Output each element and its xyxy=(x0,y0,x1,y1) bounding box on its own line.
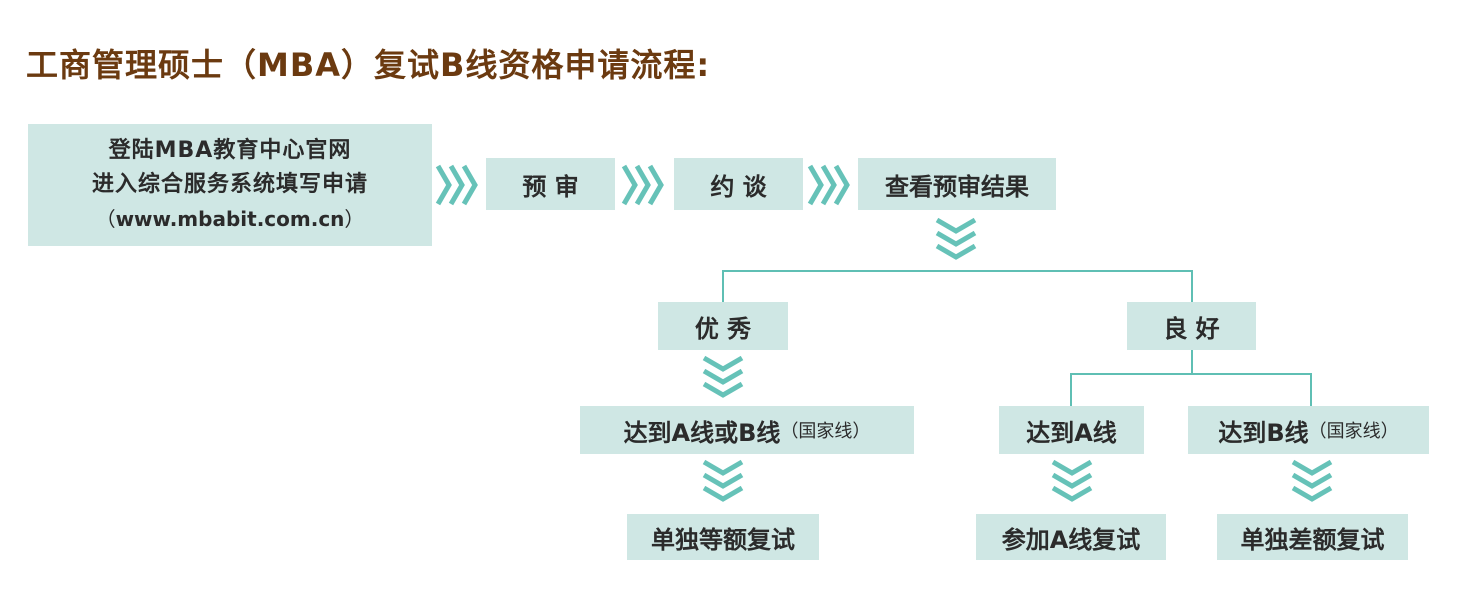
outcome-diff-retest: 单独差额复试 xyxy=(1217,514,1408,560)
step-view-result: 查看预审结果 xyxy=(858,158,1056,210)
branch-connector-line xyxy=(722,270,1193,302)
condition-a-line: 达到A线 xyxy=(999,406,1144,454)
arrow-right-icon xyxy=(438,166,475,204)
website-url: www.mbabit.com.cn xyxy=(115,207,345,231)
branch-excellent: 优 秀 xyxy=(658,302,788,350)
start-line-url: （www.mbabit.com.cn） xyxy=(96,202,365,236)
good-split-line xyxy=(1070,373,1312,406)
arrow-down-icon xyxy=(1053,462,1091,499)
step-prereview: 预 审 xyxy=(486,158,615,210)
branch-good: 良 好 xyxy=(1127,302,1256,350)
condition-b-note: （国家线） xyxy=(1308,421,1399,442)
start-line-apply: 进入综合服务系统填写申请 xyxy=(91,172,368,197)
arrow-down-icon xyxy=(704,358,742,395)
condition-b-main: 达到B线 xyxy=(1218,418,1309,447)
outcome-a-line-retest: 参加A线复试 xyxy=(976,514,1166,560)
outcome-equal-retest: 单独等额复试 xyxy=(627,514,819,560)
condition-b-line: 达到B线（国家线） xyxy=(1188,406,1429,454)
arrow-down-icon xyxy=(937,220,975,257)
condition-a-or-b-line: 达到A线或B线（国家线） xyxy=(580,406,914,454)
arrow-down-icon xyxy=(1293,462,1331,499)
arrow-right-icon xyxy=(810,166,847,204)
condition-a-or-b-note: （国家线） xyxy=(780,421,871,442)
page-title: 工商管理硕士（MBA）复试B线资格申请流程: xyxy=(26,46,711,84)
arrow-down-icon xyxy=(704,462,742,499)
start-line-login: 登陆MBA教育中心官网 xyxy=(108,138,352,163)
url-open-paren: （ xyxy=(95,207,116,231)
step-interview: 约 谈 xyxy=(674,158,803,210)
arrow-right-icon xyxy=(624,166,661,204)
condition-a-or-b-main: 达到A线或B线 xyxy=(623,418,781,447)
url-close-paren: ） xyxy=(344,207,365,231)
start-box: 登陆MBA教育中心官网 进入综合服务系统填写申请 （www.mbabit.com… xyxy=(28,124,432,246)
